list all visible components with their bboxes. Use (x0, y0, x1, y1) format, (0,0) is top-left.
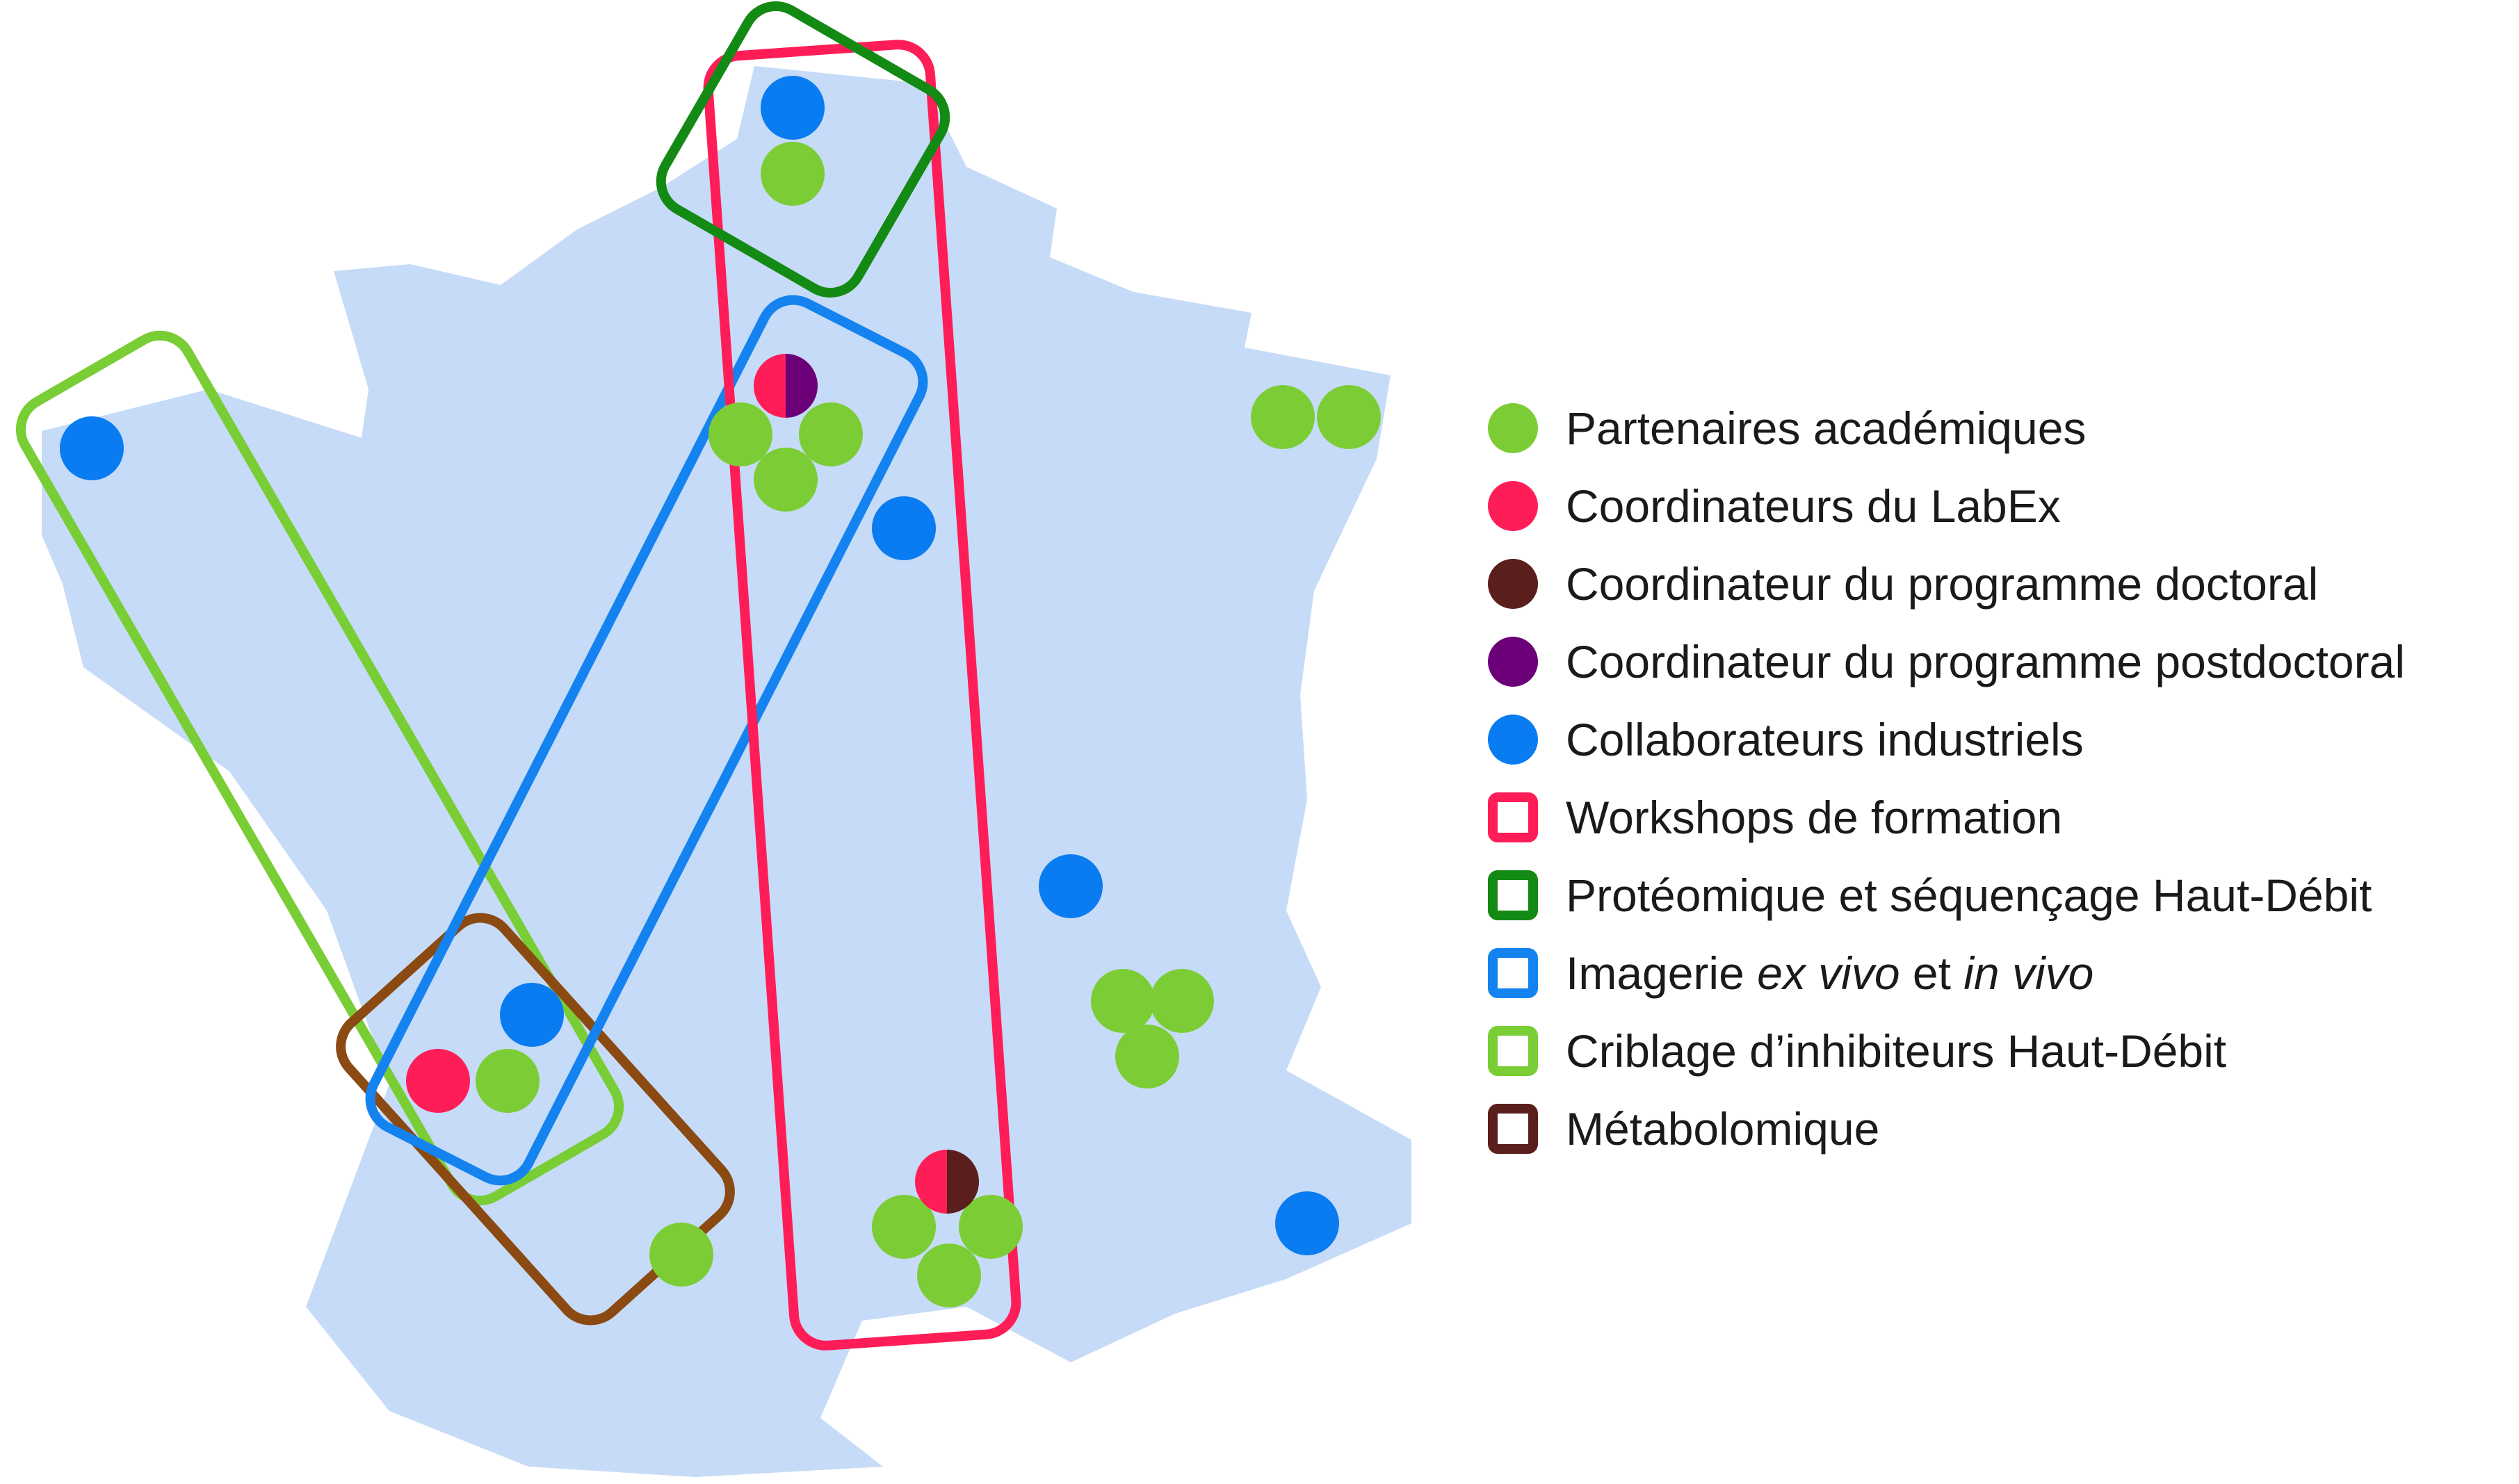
legend-item-doctoral: Coordinateur du programme doctoral (1488, 545, 2510, 623)
imaging-square-icon (1488, 948, 1538, 998)
academic-dot (649, 1223, 713, 1287)
academic-dot (754, 448, 818, 512)
academic-dot (799, 402, 863, 466)
legend-label-labex: Coordinateurs du LabEx (1566, 480, 2061, 532)
academic-dot (1317, 385, 1381, 449)
legend-label-screening: Criblage d’inhibiteurs Haut-Débit (1566, 1025, 2227, 1077)
proteomics-square-icon (1488, 870, 1538, 920)
labex-doctoral-dot (915, 1150, 979, 1214)
industrial-dot (761, 76, 825, 140)
academic-dot (959, 1195, 1023, 1259)
academic-dot (1150, 969, 1214, 1033)
doctoral-dot-icon (1488, 559, 1538, 609)
imaging-label-ex-vivo: ex vivo (1757, 947, 1900, 999)
academic-dot (1091, 969, 1155, 1033)
legend-item-industrial: Collaborateurs industriels (1488, 701, 2510, 778)
academic-dot (476, 1049, 540, 1113)
frame-imaging (365, 295, 928, 1186)
industrial-dot (500, 983, 564, 1047)
academic-dot (708, 402, 772, 466)
industrial-dot-icon (1488, 715, 1538, 765)
academic-dot (872, 1195, 936, 1259)
industrial-dot (1275, 1191, 1339, 1255)
legend-item-proteomics: Protéomique et séquençage Haut-Débit (1488, 856, 2510, 934)
legend-label-imaging: Imagerie ex vivo et in vivo (1566, 947, 2093, 1000)
legend-label-proteomics: Protéomique et séquençage Haut-Débit (1566, 870, 2372, 921)
legend-item-postdoctoral: Coordinateur du programme postdoctoral (1488, 623, 2510, 701)
legend-label-postdoctoral: Coordinateur du programme postdoctoral (1566, 636, 2405, 687)
legend-label-workshops: Workshops de formation (1566, 792, 2063, 843)
legend-label-industrial: Collaborateurs industriels (1566, 714, 2084, 765)
legend-item-workshops: Workshops de formation (1488, 778, 2510, 856)
frame-screening (15, 330, 624, 1206)
legend-label-academic: Partenaires académiques (1566, 402, 2087, 454)
legend-label-doctoral: Coordinateur du programme doctoral (1566, 558, 2319, 610)
imaging-label-mid: et (1900, 947, 1964, 999)
legend-item-metabolomics: Métabolomique (1488, 1090, 2510, 1168)
postdoctoral-dot-icon (1488, 637, 1538, 687)
frame-workshops (703, 40, 1021, 1351)
academic-dot-icon (1488, 403, 1538, 453)
legend-item-imaging: Imagerie ex vivo et in vivo (1488, 934, 2510, 1012)
academic-dot (1115, 1025, 1179, 1088)
legend-label-metabolomics: Métabolomique (1566, 1103, 1880, 1155)
industrial-dot (60, 416, 124, 480)
imaging-label-pre: Imagerie (1566, 947, 1758, 999)
legend-item-screening: Criblage d’inhibiteurs Haut-Débit (1488, 1012, 2510, 1090)
labex-dot-icon (1488, 481, 1538, 531)
legend-item-labex: Coordinateurs du LabEx (1488, 467, 2510, 545)
academic-dot (1251, 385, 1315, 449)
legend: Partenaires académiques Coordinateurs du… (1488, 389, 2510, 1168)
academic-dot (761, 142, 825, 206)
imaging-label-in-vivo: in vivo (1963, 947, 2094, 999)
labex-postdoctoral-dot (754, 354, 818, 418)
industrial-dot (872, 496, 936, 560)
labex-dot (406, 1049, 470, 1113)
academic-dot (917, 1244, 981, 1307)
metabolomics-square-icon (1488, 1104, 1538, 1154)
frame-proteomics (656, 1, 950, 298)
workshops-square-icon (1488, 792, 1538, 842)
france-map (15, 1, 1411, 1477)
legend-item-academic: Partenaires académiques (1488, 389, 2510, 467)
industrial-dot (1039, 854, 1103, 918)
screening-square-icon (1488, 1026, 1538, 1076)
